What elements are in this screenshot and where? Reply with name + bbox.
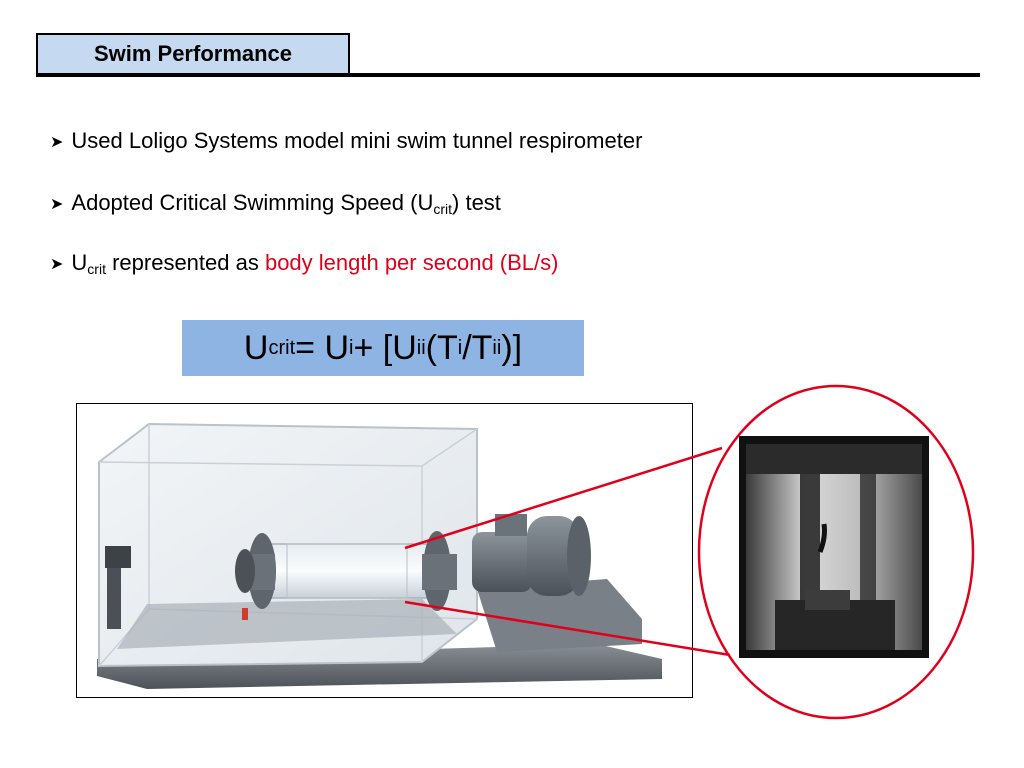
callout-line-bottom [404,600,731,657]
bullet-item-3: ➤ Ucrit represented as body length per s… [50,250,558,276]
zoom-circle [697,384,975,720]
title-divider [36,73,980,77]
swim-tunnel-illustration [97,422,662,689]
callout-line-top [404,446,723,550]
subscript: crit [87,261,106,277]
bullet-text: Adopted Critical Swimming Speed (Ucrit) … [71,190,501,217]
highlight-text: body length per second (BL/s) [264,250,559,275]
zoomed-tunnel-image [739,436,929,658]
slide-title-text: Swim Performance [93,41,293,66]
arrowhead-bullet-icon: ➤ [50,196,64,213]
subscript: crit [433,201,453,217]
bullet-item-2: ➤ Adopted Critical Swimming Speed (Ucrit… [50,190,501,216]
bullet-text: Ucrit represented as body length per sec… [71,250,559,277]
slide-title: Swim Performance [36,33,350,75]
bullet-item-1: ➤ Used Loligo Systems model mini swim tu… [50,128,642,154]
swim-tunnel-photo [76,403,693,698]
arrowhead-bullet-icon: ➤ [50,134,64,151]
arrowhead-bullet-icon: ➤ [50,256,64,273]
bullet-text: Used Loligo Systems model mini swim tunn… [71,128,643,153]
